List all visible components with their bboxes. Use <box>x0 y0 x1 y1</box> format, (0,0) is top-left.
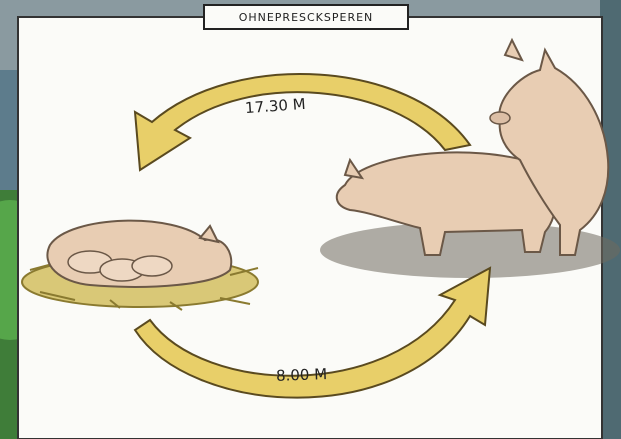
standing-sow <box>335 151 557 256</box>
background-right-strip <box>600 0 621 439</box>
cycle-arrow-top <box>133 72 472 172</box>
bottom-cycle-duration: 8.00 M <box>275 365 328 385</box>
sow-with-piglets <box>46 219 233 288</box>
cycle-arrow-bottom <box>133 266 492 399</box>
boar <box>489 37 610 256</box>
panel-title: OHNEPRESCKSPEREN <box>203 4 409 30</box>
